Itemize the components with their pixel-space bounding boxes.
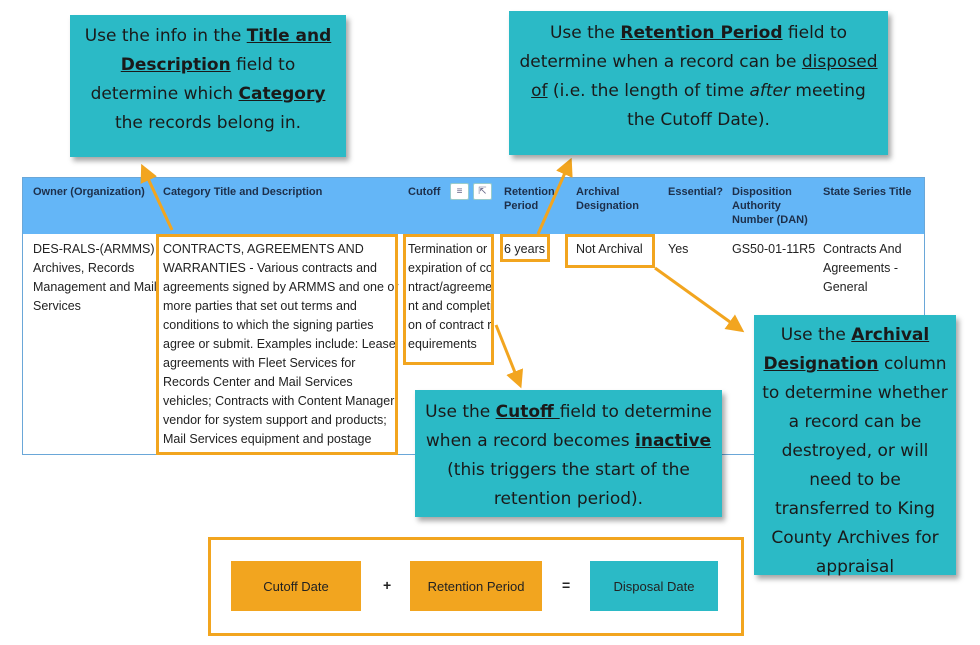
callout-text: field to determine which [90,55,296,104]
cell-archival: Not Archival [576,242,643,256]
header-retention[interactable]: Retention Period [504,186,555,212]
archival-callout: Use the Archival Designation column to d… [754,315,956,577]
callout-emphasis: inactive [635,431,712,451]
callout-text: column to determine whether a record can… [762,354,948,577]
callout-emphasis: Archival Designation [763,325,930,374]
callout-emphasis: Cutoff [495,402,560,422]
callout-emphasis: disposed of [531,52,878,101]
cell-series: Contracts And Agreements - General [823,242,902,294]
header-cutoff[interactable]: Cutoff [408,186,441,198]
cell-owner: DES-RALS-(ARMMS) Archives, Records Manag… [33,242,157,313]
cell-cutoff: Termination or expiration of contract/ag… [408,242,493,351]
callout-emphasis: Retention Period [620,23,783,43]
cutoff-callout: Use the Cutoff field to determine when a… [415,390,722,517]
callout-emphasis: after [749,81,790,101]
retention-callout: Use the Retention Period field to determ… [509,11,888,155]
plus-sign: + [383,577,392,593]
category-highlight [156,234,398,455]
retention-period-box: Retention Period [410,561,542,611]
expand-icon[interactable]: ⇱ [473,183,492,200]
header-essential[interactable]: Essential? [668,186,724,198]
callout-text: (i.e. the length of time [547,81,750,101]
filter-icon[interactable]: ≡ [450,183,469,200]
header-category[interactable]: Category Title and Description [163,186,323,198]
callout-emphasis: Title and Description [120,26,332,75]
table-header: Owner (Organization) Category Title and … [23,178,924,234]
cell-essential: Yes [668,242,689,256]
cell-category: CONTRACTS, AGREEMENTS AND WARRANTIES - V… [163,242,399,446]
title-description-callout: Use the info in the Title and Descriptio… [70,15,346,157]
retention-highlight [500,234,550,262]
header-series[interactable]: State Series Title [823,186,912,198]
cutoff-highlight [403,234,494,365]
callout-text: the records belong in. [114,113,302,133]
arrow-cutoff [494,324,524,389]
callout-text: field to determine when a record can be [519,23,848,72]
callout-text: Use the [780,325,852,345]
equals-sign: = [562,577,571,593]
arrow-category [140,163,174,231]
disposal-date-box: Disposal Date [590,561,718,611]
callout-text: Use the info in the [84,26,247,46]
arrow-retention [536,157,573,235]
callout-text: meeting the Cutoff Date). [627,81,866,130]
cutoff-date-box: Cutoff Date [231,561,361,611]
header-dan[interactable]: Disposition Authority Number (DAN) [732,186,808,226]
cell-dan: GS50-01-11R5 [732,242,816,256]
archival-highlight [565,234,655,268]
formula-box: Cutoff Date + Retention Period = Disposa… [208,537,744,636]
cell-retention: 6 years [504,242,545,256]
callout-emphasis: Category [238,84,326,104]
callout-text: (this triggers the start of the retentio… [447,460,690,509]
callout-text: Use the [425,402,496,422]
callout-text: Use the [549,23,621,43]
arrow-archival [654,266,745,333]
header-archival[interactable]: Archival Designation [576,186,639,212]
callout-text: field to determine when a record becomes [425,402,712,451]
header-owner[interactable]: Owner (Organization) [33,186,145,198]
